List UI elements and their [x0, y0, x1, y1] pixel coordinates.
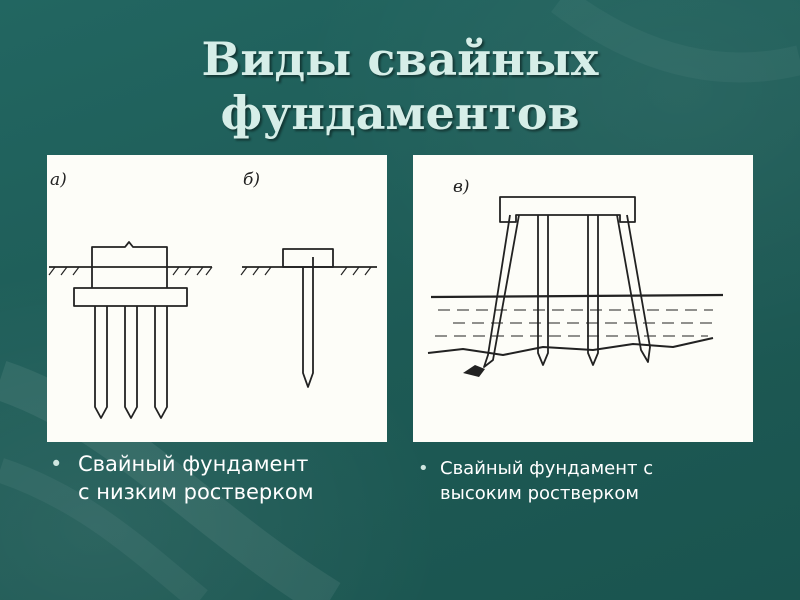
- pile-v2: [537, 215, 549, 366]
- stone-mark: [463, 365, 485, 377]
- caption-left-line1: Свайный фундамент: [78, 452, 309, 476]
- caption-right-line1: Свайный фундамент с: [440, 458, 654, 479]
- pile-v3: [587, 215, 599, 366]
- slide-title: Виды свайных фундаментов: [0, 32, 800, 140]
- caption-high-grillage: • Свайный фундамент с высоким ростверком: [418, 456, 758, 506]
- caption-left-line2: с низким ростверком: [78, 480, 314, 504]
- high-grillage-diagram: в): [413, 155, 753, 442]
- caption-right-line2: высоким ростверком: [440, 483, 639, 504]
- ground-hatching-a: [48, 266, 213, 276]
- high-grillage: [499, 196, 636, 223]
- low-grillage-drawing: а) б): [48, 170, 377, 419]
- pile-a3: [154, 306, 168, 419]
- seabed-line: [427, 337, 714, 356]
- grillage-a: [73, 287, 188, 307]
- label-v: в): [453, 177, 470, 197]
- pile-b: [302, 257, 314, 388]
- pile-v1: [483, 214, 520, 368]
- label-b: б): [243, 170, 260, 190]
- water-line: [430, 293, 724, 299]
- column-a: [91, 241, 168, 288]
- bullet-icon: •: [50, 452, 63, 476]
- low-grillage-diagram: а) б): [47, 155, 387, 442]
- bullet-icon: •: [418, 458, 429, 479]
- pile-a1: [94, 306, 108, 419]
- label-a: а): [50, 170, 67, 190]
- pile-cap-b: [282, 248, 334, 268]
- high-grillage-drawing: в): [427, 177, 724, 377]
- pile-a2: [124, 306, 138, 419]
- ground-hatching-b: [240, 266, 372, 276]
- caption-low-grillage: • Свайный фундамент с низким ростверком: [50, 450, 390, 506]
- water-hatching: [435, 309, 718, 337]
- pile-v4: [616, 214, 651, 363]
- slide-title-line2: фундаментов: [220, 86, 580, 140]
- slide-title-line1: Виды свайных: [201, 32, 599, 86]
